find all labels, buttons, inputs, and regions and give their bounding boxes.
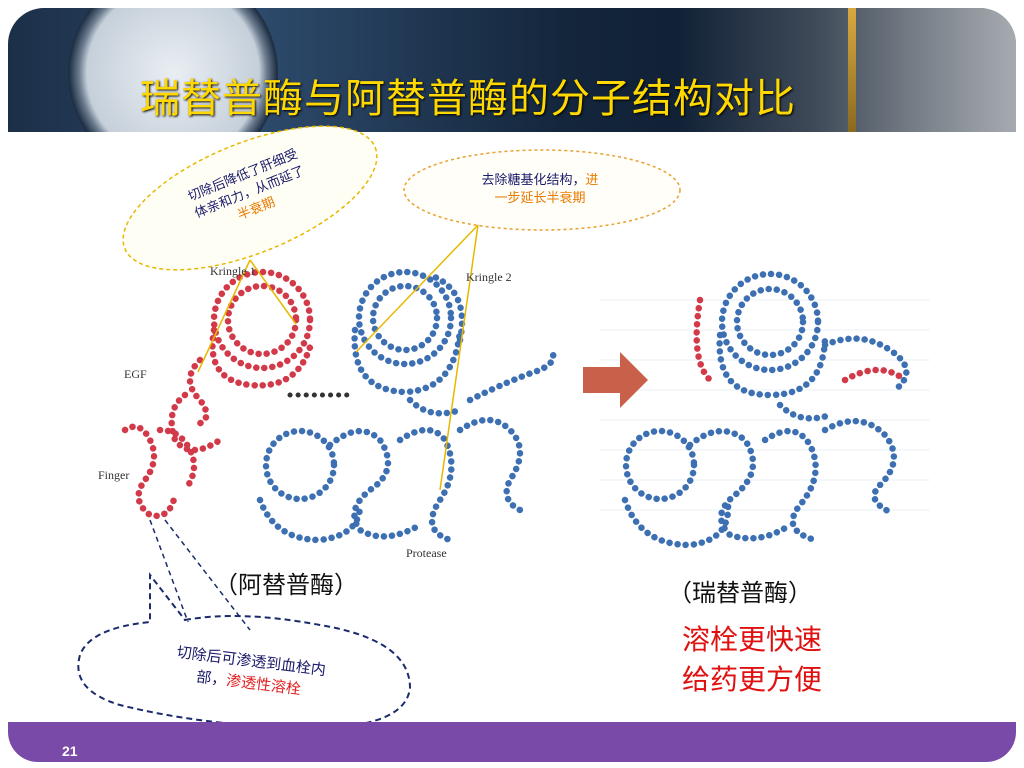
label-kringle1: Kringle 1 <box>210 264 256 278</box>
footer-bar <box>8 722 1016 762</box>
reteplase-kringle2 <box>716 270 910 399</box>
egf-finger-region <box>121 356 224 520</box>
iv-tube-image <box>848 8 856 132</box>
reteplase-structure <box>621 270 910 549</box>
caption-alteplase: （阿替普酶） <box>214 571 358 599</box>
callout-bubble-top-left <box>122 125 378 271</box>
label-egf: EGF <box>124 367 147 381</box>
header-banner <box>8 8 1016 132</box>
caption-reteplase: （瑞替普酶） <box>668 579 812 607</box>
banner-highlight <box>676 8 1016 132</box>
callout-top-right-text: 去除糖基化结构，进 一步延长半衰期 <box>481 173 599 206</box>
kringle1-rings <box>209 268 316 389</box>
slide-title: 瑞替普酶与阿替普酶的分子结构对比 <box>140 76 796 122</box>
alteplase-structure <box>121 268 557 544</box>
callout-pointer <box>149 519 251 631</box>
blood-pressure-gauge-image <box>68 8 278 132</box>
benefits-text: 溶栓更快速 给药更方便 <box>682 623 823 696</box>
right-molecule-shadow <box>600 299 930 511</box>
kringle2-rings <box>351 268 466 396</box>
label-protease: Protease <box>406 546 447 560</box>
label-kringle2: Kringle 2 <box>466 270 512 284</box>
reteplase-kringle2-red-strand <box>693 296 909 384</box>
protease-domain <box>256 346 557 544</box>
transition-arrow <box>583 352 648 408</box>
reteplase-protease <box>621 401 897 549</box>
label-finger: Finger <box>98 468 130 482</box>
page-number: 21 <box>62 743 78 759</box>
callout-bubble-top-right <box>403 149 681 231</box>
callout-leader-lines <box>197 224 479 491</box>
